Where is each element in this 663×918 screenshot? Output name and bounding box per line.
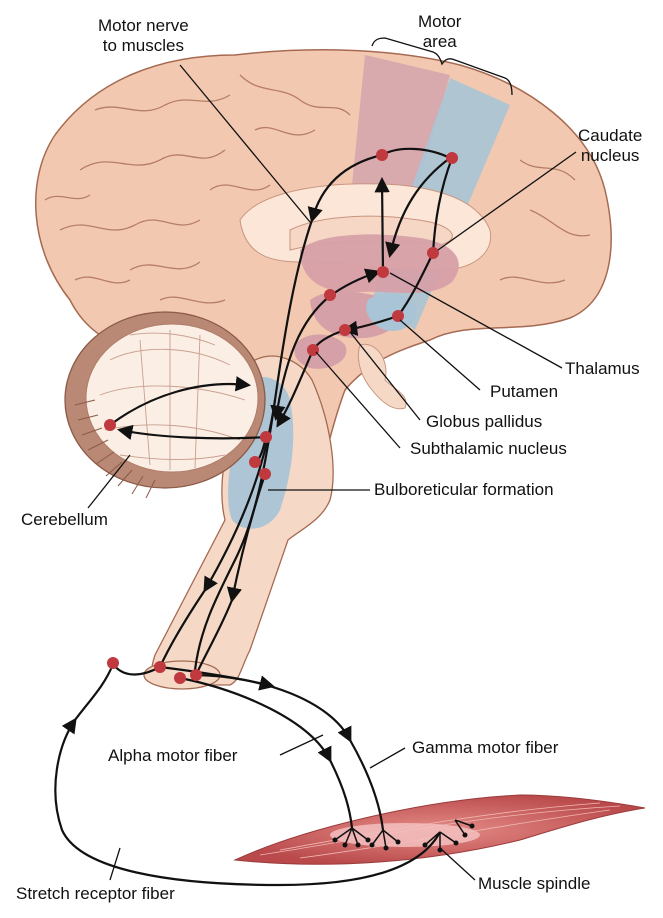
motor-area-bracket bbox=[371, 37, 513, 96]
leader-thalamus bbox=[389, 272, 563, 369]
path-cerebellum-out bbox=[116, 424, 267, 440]
path-stem-long-2 bbox=[194, 599, 234, 676]
path-gamma-2 bbox=[349, 739, 385, 831]
cerebellum-inner bbox=[85, 323, 259, 473]
muscle bbox=[233, 794, 646, 865]
neuron-dot-stem-1 bbox=[260, 431, 272, 443]
neuron-dot-globus bbox=[324, 289, 336, 301]
neuron-dot-putamen bbox=[392, 310, 404, 322]
neuron-dots bbox=[104, 149, 458, 684]
label-alpha-motor-fiber: Alpha motor fiber bbox=[108, 746, 238, 765]
path-descending-right bbox=[385, 157, 451, 259]
label-stretch-receptor-fiber: Stretch receptor fiber bbox=[16, 884, 175, 903]
leader-putamen bbox=[399, 319, 481, 391]
path-alpha bbox=[179, 676, 332, 763]
path-stretch-loop bbox=[54, 717, 441, 887]
leader-lines bbox=[87, 37, 577, 881]
leader-stretch bbox=[109, 847, 121, 881]
path-gamma-top bbox=[159, 665, 275, 691]
neuron-dot-thalamus bbox=[377, 266, 389, 278]
label-caudate-nucleus: Caudate nucleus bbox=[578, 126, 643, 165]
path-stem-long bbox=[226, 473, 267, 604]
label-subthalamic-nucleus: Subthalamic nucleus bbox=[410, 439, 567, 458]
gyri-lines bbox=[44, 74, 591, 304]
nerve-endings bbox=[334, 819, 473, 850]
path-stretch-to-cord bbox=[74, 663, 115, 721]
nerve-ending-dots bbox=[332, 823, 475, 853]
neuron-dot-motor-1 bbox=[376, 149, 388, 161]
cerebellum-folia bbox=[99, 330, 246, 470]
neuron-dot-cord-1 bbox=[154, 661, 166, 673]
path-descending-left bbox=[307, 153, 383, 223]
neuron-dot-subthalamic bbox=[307, 344, 319, 356]
leader-globus bbox=[349, 331, 421, 421]
neuron-dot-cerebellum bbox=[104, 419, 116, 431]
path-thalamus-up bbox=[374, 176, 390, 273]
leader-alpha bbox=[279, 734, 324, 756]
cerebellum-base-stripes bbox=[74, 399, 156, 499]
subthalamic-region bbox=[294, 334, 347, 369]
leader-caudate bbox=[437, 151, 577, 251]
leader-motor-nerve bbox=[179, 64, 311, 223]
label-motor-nerve: Motor nerve to muscles bbox=[98, 16, 189, 55]
label-cerebellum: Cerebellum bbox=[21, 510, 108, 529]
neuron-dot-cord-3 bbox=[190, 669, 202, 681]
neuron-dot-cord-2 bbox=[174, 672, 186, 684]
leader-gamma bbox=[369, 747, 406, 769]
pallidus-lobes bbox=[357, 343, 407, 410]
path-cerebellum-in bbox=[109, 376, 252, 426]
label-motor-area: Motor area bbox=[418, 12, 462, 51]
caudate-region bbox=[300, 234, 459, 293]
label-putamen: Putamen bbox=[490, 382, 559, 401]
leader-spindle bbox=[439, 847, 476, 881]
neuron-dot-stem-2 bbox=[249, 456, 261, 468]
neuron-dot-stretch bbox=[107, 657, 119, 669]
path-left-spinal bbox=[158, 589, 206, 668]
path-cortex-to-caudate bbox=[431, 157, 454, 254]
label-thalamus: Thalamus bbox=[565, 359, 640, 378]
leader-subthalamic bbox=[315, 351, 401, 449]
path-left-descending bbox=[203, 399, 277, 593]
path-alpha-2 bbox=[329, 759, 354, 829]
label-bulboreticular-formation: Bulboreticular formation bbox=[374, 480, 554, 499]
leader-cerebellum bbox=[87, 454, 131, 509]
label-muscle-spindle: Muscle spindle bbox=[478, 874, 591, 893]
neuron-dot-caudate bbox=[427, 247, 439, 259]
neuron-dot-pallidus bbox=[339, 324, 351, 336]
path-thalamus-to-cereb bbox=[270, 295, 331, 422]
neuron-dot-stem-3 bbox=[259, 468, 271, 480]
label-gamma-motor-fiber: Gamma motor fiber bbox=[412, 738, 559, 757]
label-globus-pallidus: Globus pallidus bbox=[426, 412, 543, 431]
cerebrum bbox=[34, 49, 612, 521]
neuron-dot-motor-2 bbox=[446, 152, 458, 164]
